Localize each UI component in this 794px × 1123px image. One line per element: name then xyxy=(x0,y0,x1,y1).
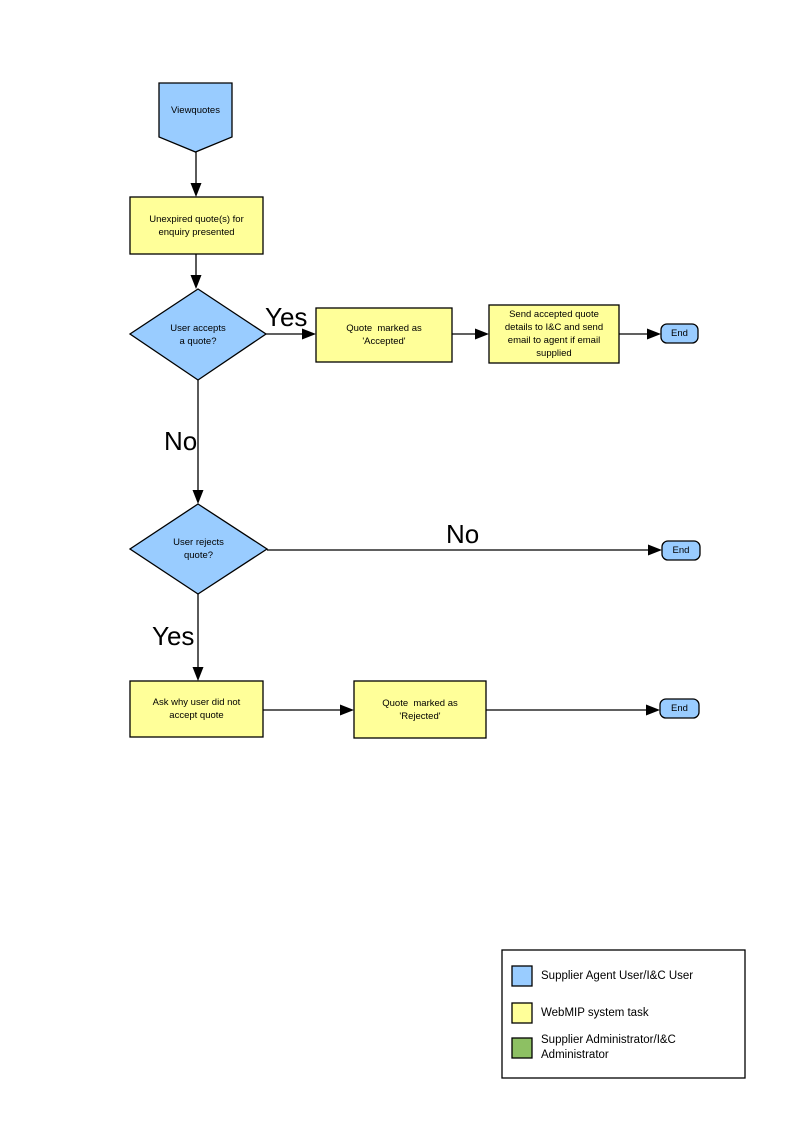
process-unexpired-label: Unexpired quote(s) for enquiry presented xyxy=(149,213,244,238)
end-terminator-2 xyxy=(661,540,701,561)
legend-label-supplier-admin: Supplier Administrator/I&C Administrator xyxy=(541,1034,676,1061)
process-ask-why-label: Ask why user did not accept quote xyxy=(152,697,241,721)
arrowhead-accept-reject xyxy=(192,490,204,504)
edge-label-no-reject: No xyxy=(446,519,480,549)
legend-swatch-green xyxy=(511,1037,533,1059)
decision-accept-label: User accepts a quote? xyxy=(170,322,226,347)
legend-label-webmip-task: WebMIP system task xyxy=(541,1006,649,1019)
arrowhead-rejected-end3 xyxy=(646,704,660,716)
start-node-label: Viewquotes xyxy=(171,104,220,116)
end-terminator-1 xyxy=(660,323,699,344)
process-accepted-label: Quote marked as 'Accepted' xyxy=(346,323,422,347)
edge-label-yes-reject: Yes xyxy=(152,621,195,651)
end-label-2: End xyxy=(672,545,690,556)
process-ask-why-rect xyxy=(129,680,264,738)
process-accepted-rect xyxy=(315,307,453,363)
legend-swatch-yellow xyxy=(511,1002,533,1024)
arrowhead-reject-end2 xyxy=(648,544,662,556)
arrowhead-reject-askwhy xyxy=(192,667,204,681)
arrowhead-start-present xyxy=(190,183,202,197)
process-rejected-rect xyxy=(353,680,487,739)
arrowhead-accept-accepted xyxy=(302,328,316,340)
arrowhead-present-accept xyxy=(190,275,202,289)
process-rejected-label: Quote marked as 'Rejected' xyxy=(382,697,458,722)
arrowhead-accepted-send xyxy=(475,328,489,340)
legend-swatch-blue xyxy=(511,965,533,987)
end-label-3: End xyxy=(671,703,688,714)
process-unexpired-rect xyxy=(129,196,264,255)
edge-label-yes-accept: Yes xyxy=(265,302,308,332)
legend-label-supplier-agent: Supplier Agent User/I&C User xyxy=(541,969,694,982)
edge-label-no-accept: No xyxy=(164,426,198,456)
decision-reject-label: User rejects quote? xyxy=(173,537,224,561)
arrowhead-askwhy-rejected xyxy=(340,704,354,716)
end-label-1: End xyxy=(671,328,688,339)
legend-box xyxy=(501,949,746,1079)
process-send-details-label: Send accepted quote details to I&C and s… xyxy=(504,309,604,359)
start-pentagon-shape xyxy=(158,82,233,153)
arrowhead-send-end1 xyxy=(647,328,661,340)
end-terminator-3 xyxy=(659,698,700,719)
